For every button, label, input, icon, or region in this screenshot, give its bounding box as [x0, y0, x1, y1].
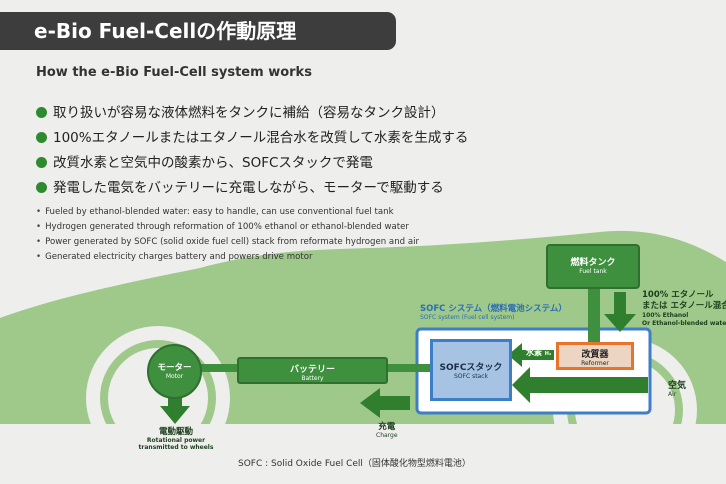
hydrogen-arrowhead [508, 343, 522, 367]
drive-arrowhead [160, 406, 190, 424]
motor-circle: モーター Motor [147, 344, 202, 399]
battery-stack-line [388, 364, 430, 372]
fuel-tank-box: 燃料タンク Fuel tank [546, 244, 640, 289]
jp-point-3: 改質水素と空気中の酸素から、SOFCスタックで発電 [36, 151, 373, 171]
en-point-2: •Hydrogen generated through reformation … [36, 222, 409, 232]
air-label: 空気 Air [668, 381, 687, 398]
footnote: SOFC : Solid Oxide Fuel Cell（固体酸化物型燃料電池） [238, 459, 471, 469]
bullet-dot-icon [36, 132, 47, 143]
jp-point-4: 発電した電気をバッテリーに充電しながら、モーターで駆動する [36, 176, 444, 196]
jp-point-1: 取り扱いが容易な液体燃料をタンクに補給（容易なタンク設計） [36, 101, 445, 121]
ground-strip [0, 424, 726, 484]
fuel-input-label: 100% エタノール または エタノール混合 100% Ethanol Or E… [642, 290, 726, 327]
battery-box: バッテリー Battery [237, 357, 388, 384]
reformer-box: 改質器 Reformer [556, 342, 634, 370]
fuel-input-arrowhead [604, 314, 636, 332]
page-subtitle: How the e-Bio Fuel-Cell system works [36, 65, 312, 80]
bullet-dot-icon [36, 157, 47, 168]
en-point-1: •Fueled by ethanol-blended water: easy t… [36, 207, 394, 217]
hydrogen-shaft [520, 350, 554, 360]
charge-arrowhead [360, 388, 380, 418]
motor-battery-line [195, 364, 237, 372]
fuel-input-shaft [614, 292, 626, 314]
en-point-4: •Generated electricity charges battery a… [36, 252, 313, 262]
air-shaft [528, 377, 648, 393]
air-arrowhead [512, 367, 530, 403]
drive-label: 電動駆動 Rotational power transmitted to whe… [138, 427, 214, 451]
charge-shaft [378, 396, 410, 410]
jp-point-2: 100%エタノールまたはエタノール混合水を改質して水素を生成する [36, 126, 468, 146]
sofc-system-label: SOFC システム（燃料電池システム） SOFC system (Fuel ce… [420, 304, 567, 321]
en-point-3: •Power generated by SOFC (solid oxide fu… [36, 237, 420, 247]
bullet-dot-icon [36, 182, 47, 193]
charge-label: 充電 Charge [376, 422, 398, 439]
sofc-stack-box: SOFCスタック SOFC stack [430, 339, 512, 401]
hydrogen-label: 水素 H₂ [526, 348, 552, 357]
fuel-tank-pipe [588, 289, 600, 345]
bullet-dot-icon [36, 107, 47, 118]
page-title: e-Bio Fuel-Cellの作動原理 [0, 12, 396, 50]
